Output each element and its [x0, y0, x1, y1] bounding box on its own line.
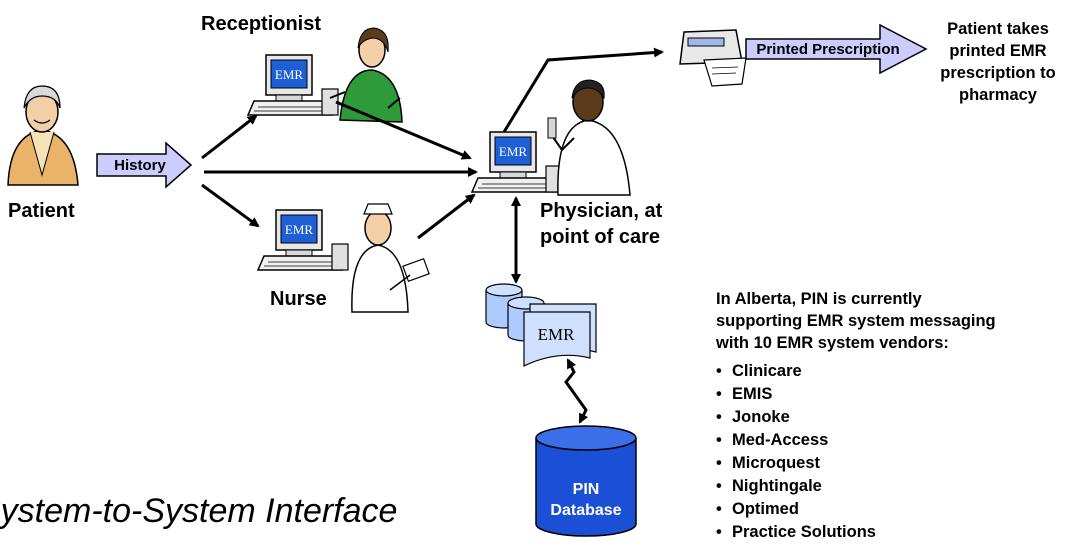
svg-text:EMR: EMR: [499, 144, 528, 159]
printer-icon: [679, 29, 747, 87]
vendor-item: Med-Access: [716, 429, 1066, 452]
physician-label-line1: Physician, at: [540, 200, 663, 222]
nurse-computer-icon: EMR: [257, 209, 349, 271]
printed-prescription-arrow: Printed Prescription: [745, 23, 928, 75]
svg-text:EMR: EMR: [285, 222, 314, 237]
vendor-item: Practice Solutions: [716, 521, 1066, 544]
receptionist-computer-icon: EMR: [247, 54, 339, 116]
vendor-item: Jonoke: [716, 406, 1066, 429]
svg-text:EMR: EMR: [275, 67, 304, 82]
svg-text:EMR: EMR: [538, 325, 576, 344]
vendor-item: EMIS: [716, 383, 1066, 406]
svg-text:PIN: PIN: [573, 481, 600, 498]
physician-computer-icon: EMR: [471, 131, 563, 193]
notes-intro-line-2: supporting EMR system messaging: [716, 312, 996, 330]
notes-intro-line-3: with 10 EMR system vendors:: [716, 334, 949, 352]
receptionist-figure-icon: [329, 27, 403, 123]
vendor-item: Microquest: [716, 452, 1066, 475]
physician-figure-icon: [547, 79, 631, 196]
svg-text:History: History: [114, 157, 166, 174]
physician-label-line2: point of care: [540, 226, 661, 248]
outcome-line-2: printed EMR: [949, 42, 1047, 60]
svg-text:Printed Prescription: Printed Prescription: [756, 41, 899, 58]
vendor-item: Nightingale: [716, 475, 1066, 498]
patient-label: Patient: [8, 200, 75, 222]
outcome-line-4: pharmacy: [959, 86, 1037, 104]
vendor-item: Clinicare: [716, 360, 1066, 383]
vendor-notes: In Alberta, PIN is currently supporting …: [716, 288, 1066, 544]
slide-title: System-to-System Interface: [0, 492, 398, 530]
notes-intro-line-1: In Alberta, PIN is currently: [716, 290, 922, 308]
emr-storage-icon: EMR: [485, 283, 597, 367]
history-arrow: History: [96, 141, 193, 189]
outcome-line-3: prescription to: [940, 64, 1056, 82]
outcome-line-1: Patient takes: [947, 20, 1049, 38]
flow-connectors: [201, 47, 664, 424]
patient-figure-icon: [7, 85, 79, 186]
nurse-figure-icon: [351, 203, 430, 313]
vendor-item: Optimed: [716, 498, 1066, 521]
svg-text:Database: Database: [550, 502, 621, 519]
pin-database-icon: PIN Database: [535, 425, 637, 537]
nurse-label: Nurse: [270, 288, 327, 310]
receptionist-label: Receptionist: [201, 13, 322, 35]
vendor-list: Clinicare EMIS Jonoke Med-Access Microqu…: [716, 360, 1066, 544]
